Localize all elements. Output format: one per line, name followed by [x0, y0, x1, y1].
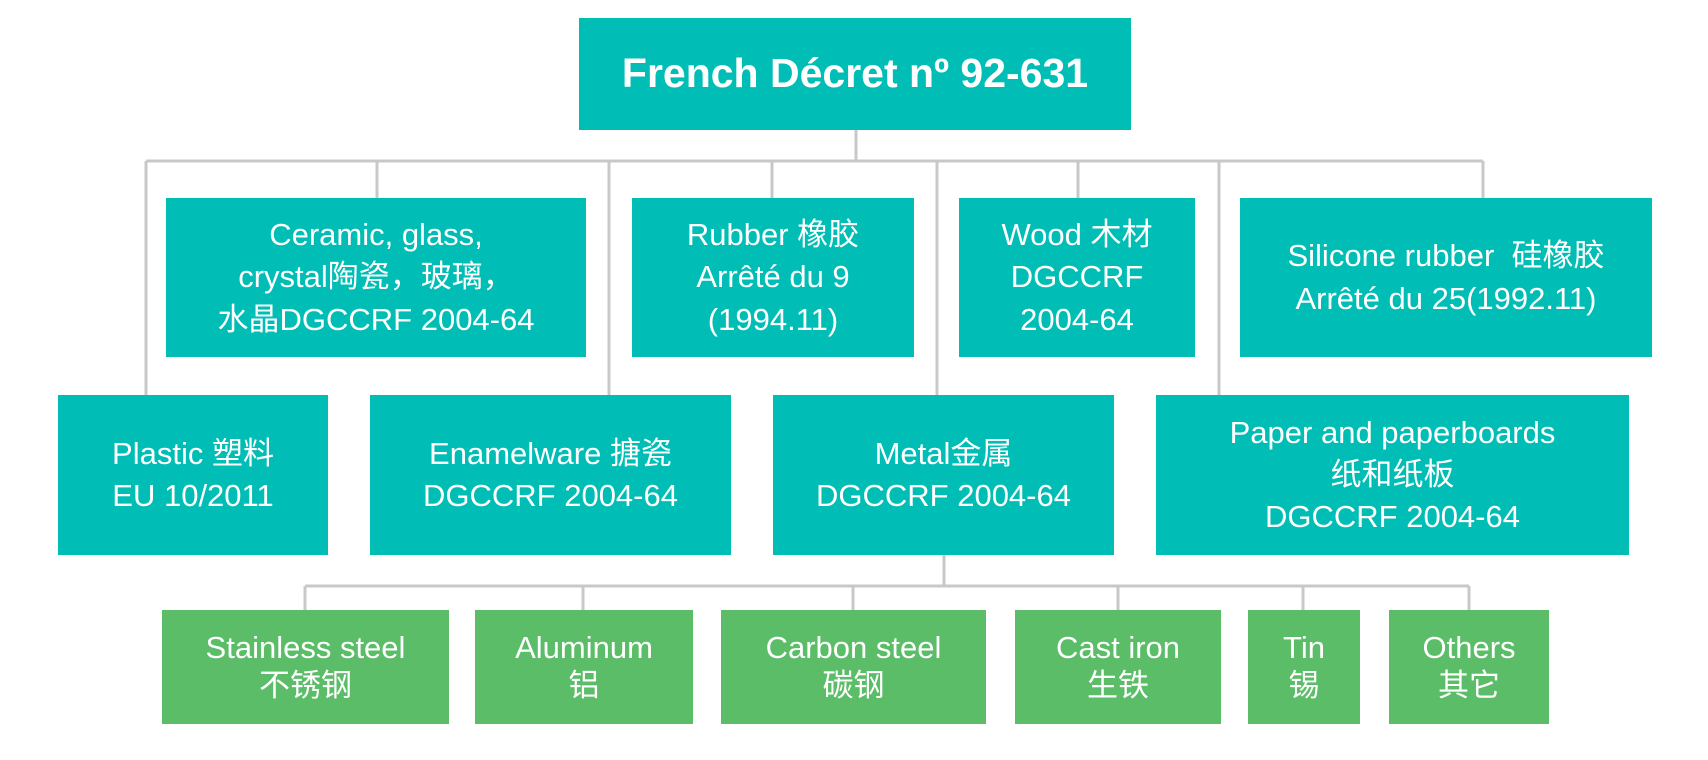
- node-line: Tin: [1283, 630, 1325, 666]
- tin-node: Tin 锡: [1248, 610, 1360, 724]
- node-line: 不锈钢: [259, 668, 352, 703]
- node-line: Silicone rubber 硅橡胶: [1287, 238, 1605, 274]
- node-line: Arrêté du 9: [696, 259, 850, 295]
- plastic-node: Plastic 塑料 EU 10/2011: [58, 395, 328, 555]
- node-line: DGCCRF 2004-64: [423, 478, 678, 513]
- node-line: Stainless steel: [205, 630, 406, 666]
- metal-node: Metal金属 DGCCRF 2004-64: [773, 395, 1114, 555]
- node-line: EU 10/2011: [112, 478, 274, 513]
- wood-node: Wood 木材 DGCCRF 2004-64: [959, 198, 1195, 357]
- silicone-rubber-node: Silicone rubber 硅橡胶 Arrêté du 25(1992.11…: [1240, 198, 1652, 357]
- root-regulation-box: French Décret nº 92-631: [579, 18, 1131, 130]
- node-line: 铝: [568, 668, 600, 703]
- node-line: Metal金属: [874, 435, 1013, 471]
- node-line: 锡: [1288, 668, 1320, 703]
- node-line: Cast iron: [1055, 630, 1181, 666]
- node-line: DGCCRF: [1010, 259, 1144, 295]
- node-line: Wood 木材: [1001, 217, 1153, 253]
- root-title: French Décret nº 92-631: [621, 50, 1089, 97]
- node-line: Aluminum: [515, 630, 653, 666]
- node-line: Rubber 橡胶: [686, 217, 860, 253]
- node-line: 生铁: [1087, 668, 1149, 703]
- cast-iron-node: Cast iron 生铁: [1015, 610, 1221, 724]
- node-line: Enamelware 搪瓷: [429, 435, 672, 471]
- node-line: 纸和纸板: [1330, 456, 1455, 492]
- node-line: Arrêté du 25(1992.11): [1295, 280, 1597, 316]
- node-line: (1994.11): [707, 301, 839, 337]
- ceramic-glass-crystal-node: Ceramic, glass, crystal陶瓷，玻璃， 水晶DGCCRF 2…: [166, 198, 586, 357]
- others-node: Others 其它: [1389, 610, 1549, 724]
- node-line: Carbon steel: [765, 630, 942, 666]
- node-line: Plastic 塑料: [112, 435, 274, 471]
- node-line: 其它: [1438, 668, 1500, 703]
- carbon-steel-node: Carbon steel 碳钢: [721, 610, 986, 724]
- node-line: DGCCRF 2004-64: [1265, 499, 1520, 535]
- node-line: Paper and paperboards: [1229, 414, 1556, 450]
- rubber-node: Rubber 橡胶 Arrêté du 9 (1994.11): [632, 198, 914, 357]
- node-line: Others: [1422, 630, 1516, 666]
- node-line: 2004-64: [1020, 301, 1134, 337]
- paper-paperboards-node: Paper and paperboards 纸和纸板 DGCCRF 2004-6…: [1156, 395, 1629, 555]
- aluminum-node: Aluminum 铝: [475, 610, 693, 724]
- node-line: Ceramic, glass,: [269, 217, 483, 253]
- node-line: crystal陶瓷，玻璃，: [238, 259, 514, 295]
- stainless-steel-node: Stainless steel 不锈钢: [162, 610, 449, 724]
- enamelware-node: Enamelware 搪瓷 DGCCRF 2004-64: [370, 395, 731, 555]
- node-line: 水晶DGCCRF 2004-64: [217, 301, 535, 337]
- node-line: 碳钢: [822, 668, 885, 703]
- node-line: DGCCRF 2004-64: [816, 478, 1071, 513]
